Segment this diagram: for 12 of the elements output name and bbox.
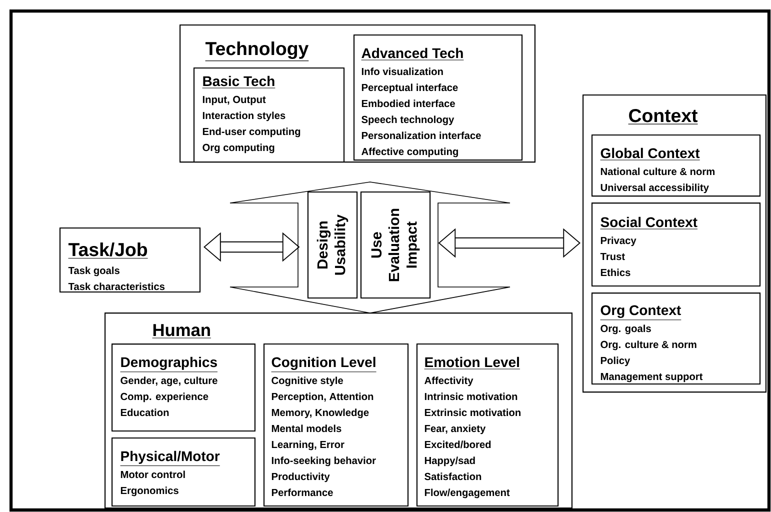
- panel-box: Basic Tech Input, Output Interaction styles End-user computing Org computing: [193, 67, 345, 163]
- stage-box: Design Usability: [307, 191, 358, 299]
- panel-box: Org Context Org. goals Org. culture & norm Policy Management support: [591, 292, 761, 384]
- panel-box: Emotion Level Affectivity Intrinsic motivation Extrinsic motivation Fear, anxiety Excited/bored Happy/sad Satisfaction Flow/engagement: [416, 343, 559, 507]
- panel-box: Global Context National culture & norm Universal accessibility: [591, 134, 761, 197]
- stage-box: Use Evaluation Impact: [360, 191, 431, 299]
- panel-box: Physical/Motor Motor control Ergonomics: [112, 437, 256, 507]
- panel-box: Cognition Level Cognitive style Perception, Attention Memory, Knowledge Mental models Learning, Error Info-seeking behavior Productivity Performance: [263, 343, 409, 507]
- panel-box: Task/Job Task goals Task characteristics: [59, 227, 201, 293]
- panel-box: Demographics Gender, age, culture Comp. experience Education: [112, 344, 256, 432]
- panel-box: Social Context Privacy Trust Ethics: [591, 202, 761, 286]
- panel-box: Advanced Tech Info visualization Perceptual interface Embodied interface Speech technology Personalization interface Affective computing: [353, 34, 523, 161]
